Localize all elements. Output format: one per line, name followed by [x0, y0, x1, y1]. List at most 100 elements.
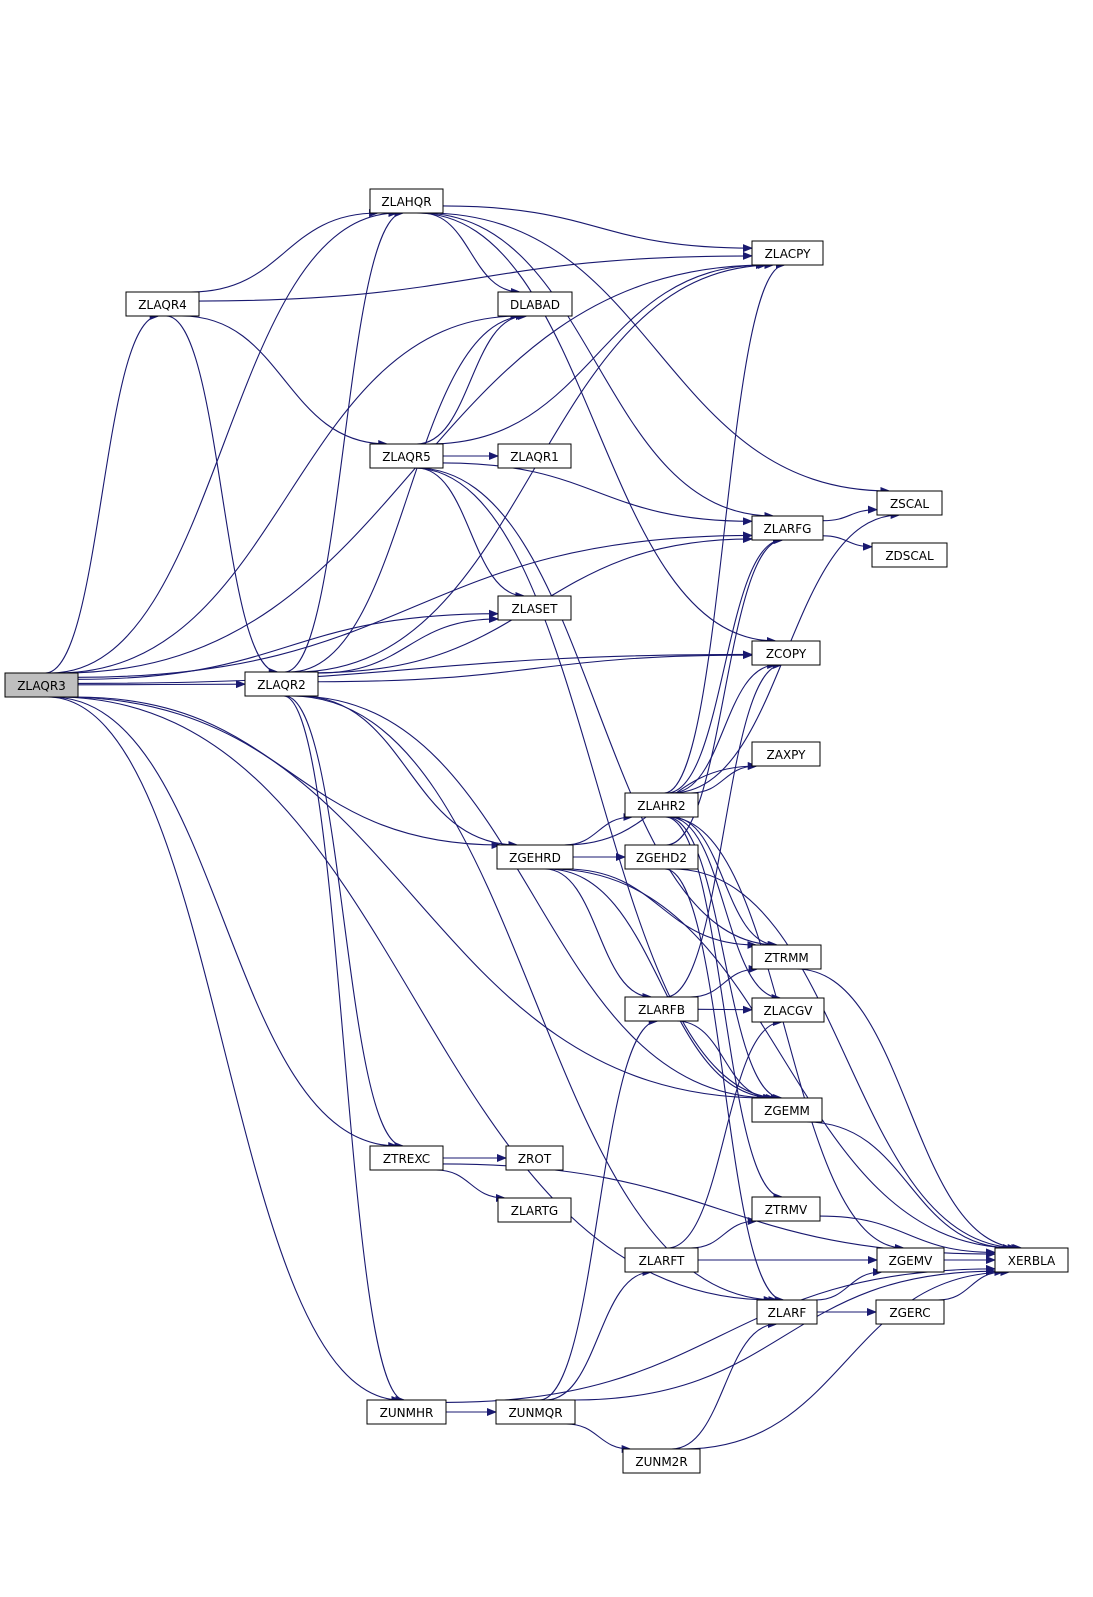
node-zrot[interactable]: ZROT	[505, 1145, 564, 1171]
node-xerbla[interactable]: XERBLA	[994, 1247, 1069, 1273]
edge-zgehrd-to-zgemm	[546, 868, 777, 1102]
node-zscal[interactable]: ZSCAL	[876, 490, 943, 516]
edge-zlaqr2-to-zlaset	[317, 614, 499, 674]
node-zlarfg[interactable]: ZLARFG	[751, 515, 824, 541]
edge-zlaqr4-to-zlaqr2	[166, 315, 279, 676]
edge-zlahr2-to-zcopy	[671, 661, 778, 794]
node-zlaqr1[interactable]: ZLAQR1	[497, 443, 572, 469]
node-label-zlaqr1: ZLAQR1	[510, 450, 559, 464]
edge-zlaqr3-to-zgemm	[62, 696, 767, 1102]
edge-zlaqr3-to-zlahqr	[50, 209, 399, 674]
node-box-zlahqr	[369, 188, 444, 214]
edge-zunmqr-to-xerbla	[574, 1267, 996, 1401]
node-box-zlarf	[756, 1299, 818, 1325]
node-ztrmv[interactable]: ZTRMV	[751, 1196, 821, 1222]
node-zunmhr[interactable]: ZUNMHR	[366, 1399, 447, 1425]
edge-zlaqr3-to-ztrexc	[50, 696, 399, 1150]
node-zlartg[interactable]: ZLARTG	[497, 1197, 572, 1223]
node-box-zlahr2	[624, 792, 699, 818]
node-label-zlaqr5: ZLAQR5	[382, 450, 431, 464]
node-box-zaxpy	[751, 741, 821, 767]
edge-zlaqr2-to-dlabad	[289, 312, 528, 673]
edge-zlarft-to-zlacgv	[667, 1018, 783, 1249]
node-box-zlarfg	[751, 515, 824, 541]
edge-zunm2r-to-xerbla	[683, 1268, 1011, 1450]
node-label-zgemm: ZGEMM	[764, 1104, 810, 1118]
node-label-dlabad: DLABAD	[510, 298, 560, 312]
node-box-ztrmv	[751, 1196, 821, 1222]
edge-zlaqr4-to-zlacpy	[198, 251, 753, 302]
node-label-zaxpy: ZAXPY	[767, 748, 807, 762]
edge-zlaqr3-to-zlaqr4	[45, 312, 160, 674]
node-zlahqr[interactable]: ZLAHQR	[369, 188, 444, 214]
edge-zlaqr3-to-zunmhr	[47, 696, 402, 1404]
node-zgerc[interactable]: ZGERC	[875, 1299, 945, 1325]
node-label-zlaqr3: ZLAQR3	[17, 679, 66, 693]
node-zlaqr3[interactable]: ZLAQR3	[4, 672, 79, 698]
node-zdscal[interactable]: ZDSCAL	[871, 542, 948, 568]
edge-zlahqr-to-zcopy	[416, 212, 777, 645]
node-zgemv[interactable]: ZGEMV	[876, 1247, 945, 1273]
node-box-zscal	[876, 490, 943, 516]
node-zaxpy[interactable]: ZAXPY	[751, 741, 821, 767]
node-zgehrd[interactable]: ZGEHRD	[496, 844, 574, 870]
node-zlacgv[interactable]: ZLACGV	[751, 997, 825, 1023]
edge-zlaqr4-to-zlahqr	[190, 209, 380, 293]
node-zgehd2[interactable]: ZGEHD2	[624, 844, 699, 870]
node-label-ztrmm: ZTRMM	[764, 951, 809, 965]
node-box-zunmqr	[495, 1399, 576, 1425]
edge-zlaqr2-to-zunmhr	[283, 695, 406, 1404]
node-zlarft[interactable]: ZLARFT	[624, 1247, 699, 1273]
node-box-zgerc	[875, 1299, 945, 1325]
node-zlacpy[interactable]: ZLACPY	[751, 240, 824, 266]
edge-zlaqr5-to-zgemm	[413, 467, 782, 1102]
node-zlaqr4[interactable]: ZLAQR4	[125, 291, 200, 317]
edge-ztrmm-to-xerbla	[796, 968, 1023, 1252]
node-label-zscal: ZSCAL	[890, 497, 929, 511]
edge-zlaqr5-to-zlacpy	[429, 261, 766, 445]
edge-zgehd2-to-xerbla	[672, 868, 1022, 1252]
edge-zlarfg-to-zscal	[822, 505, 878, 522]
edge-zlaqr4-to-zlaqr5	[181, 315, 389, 448]
edge-zlarf-to-zgemv	[815, 1268, 883, 1301]
node-zlarf[interactable]: ZLARF	[756, 1299, 818, 1325]
node-zlaqr2[interactable]: ZLAQR2	[244, 671, 319, 697]
edge-zlaqr2-to-zgehrd	[299, 695, 519, 849]
edge-zlahr2-to-zlarfg	[666, 536, 784, 794]
edge-zlaqr3-to-zlacpy	[62, 261, 768, 674]
node-box-xerbla	[994, 1247, 1069, 1273]
node-label-zlaset: ZLASET	[512, 602, 559, 616]
node-box-zlarft	[624, 1247, 699, 1273]
node-zlarfb[interactable]: ZLARFB	[624, 996, 699, 1022]
node-zcopy[interactable]: ZCOPY	[751, 640, 821, 666]
edge-zlaqr3-to-zcopy	[77, 650, 753, 684]
node-label-zlaqr2: ZLAQR2	[257, 678, 306, 692]
node-label-zlacpy: ZLACPY	[765, 247, 812, 261]
node-box-zlaqr1	[497, 443, 572, 469]
node-label-ztrmv: ZTRMV	[765, 1203, 808, 1217]
node-box-zgehd2	[624, 844, 699, 870]
node-label-zlaqr4: ZLAQR4	[138, 298, 187, 312]
edge-zlaqr2-to-ztrexc	[284, 695, 405, 1150]
node-label-xerbla: XERBLA	[1008, 1254, 1056, 1268]
node-box-zlaqr4	[125, 291, 200, 317]
node-ztrmm[interactable]: ZTRMM	[751, 944, 822, 970]
node-zlahr2[interactable]: ZLAHR2	[624, 792, 699, 818]
edge-zlahr2-to-zaxpy	[690, 762, 758, 794]
edge-layer	[45, 205, 1023, 1453]
edge-zlaqr5-to-zlarfg	[442, 462, 753, 526]
edge-zlarfb-to-zgemm	[676, 1020, 774, 1102]
node-zlaset[interactable]: ZLASET	[497, 595, 572, 621]
node-box-zcopy	[751, 640, 821, 666]
node-box-zlartg	[497, 1197, 572, 1223]
node-zunm2r[interactable]: ZUNM2R	[622, 1448, 701, 1474]
edge-zlahr2-to-zgemm	[666, 816, 784, 1102]
node-label-zlarft: ZLARFT	[639, 1254, 685, 1268]
node-zlaqr5[interactable]: ZLAQR5	[369, 443, 444, 469]
node-zunmqr[interactable]: ZUNMQR	[495, 1399, 576, 1425]
node-dlabad[interactable]: DLABAD	[497, 291, 573, 317]
node-box-ztrmm	[751, 944, 822, 970]
node-zgemm[interactable]: ZGEMM	[751, 1097, 823, 1123]
edge-zlahqr-to-zlarfg	[420, 212, 775, 520]
node-ztrexc[interactable]: ZTREXC	[369, 1145, 444, 1171]
